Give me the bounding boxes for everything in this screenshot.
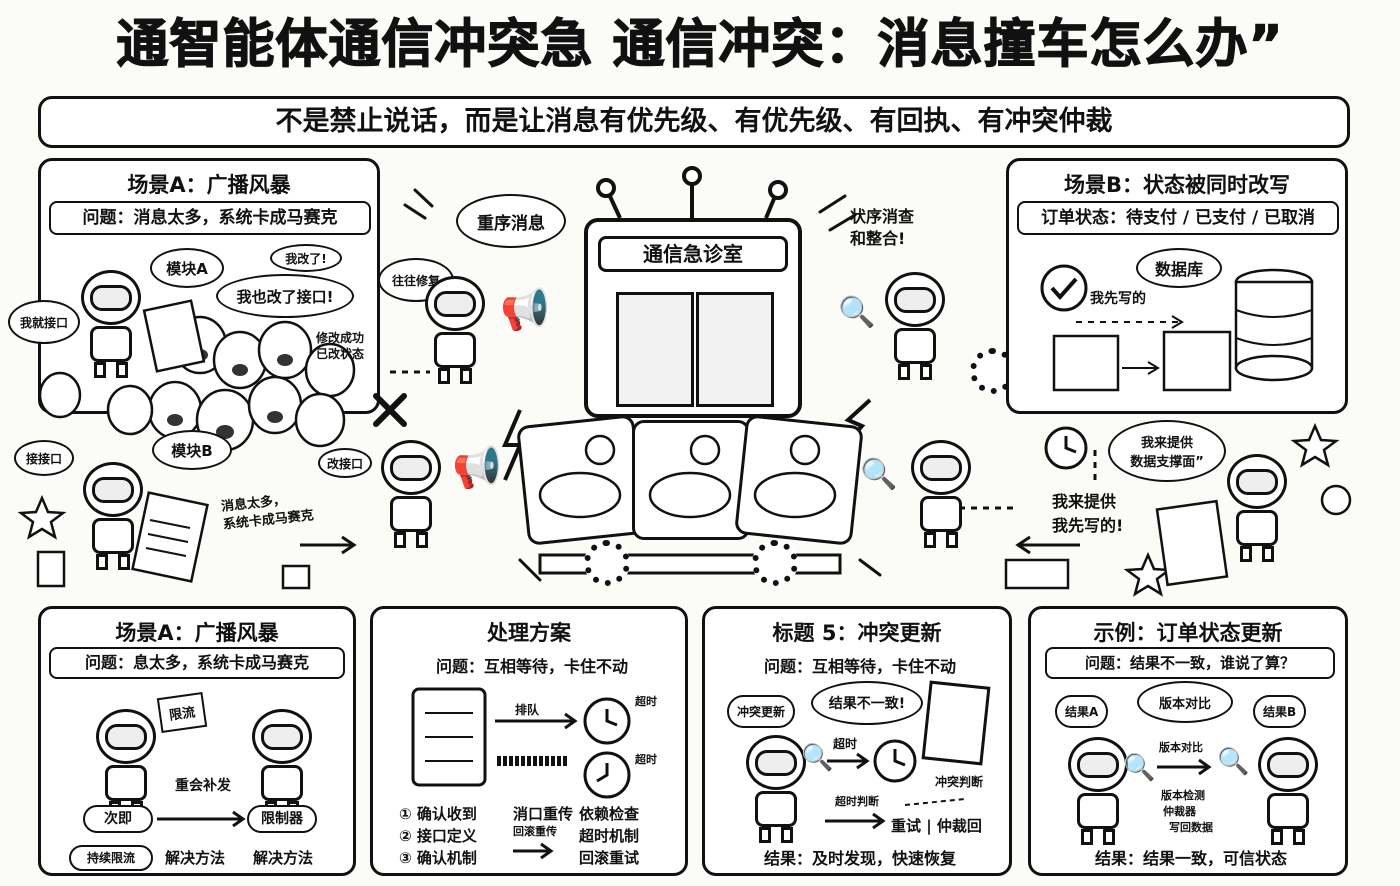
bottom-2-right-3: 回滚重试 bbox=[579, 849, 640, 867]
stretcher-1 bbox=[516, 414, 646, 546]
robot-b1-left bbox=[91, 709, 161, 819]
bubble-database: 数据库 bbox=[1136, 248, 1222, 288]
er-door-left bbox=[616, 292, 694, 407]
bottom-2-problem: 问题：互相等待，卡住不动 bbox=[435, 657, 628, 676]
bottom-panel-4: 示例：订单状态更新 问题：结果不一致，谁说了算？ 结果A 版本对比 结果B 🔍 … bbox=[1028, 606, 1348, 876]
bottom-3-timer-label: 超时 bbox=[833, 737, 858, 751]
bottom-1-foot-mid: 解决方法 bbox=[165, 849, 226, 867]
magnifier-icon-5: 🔍 bbox=[1217, 747, 1250, 777]
scene-a-problem: 问题：消息太多，系统卡成马赛克 bbox=[49, 201, 371, 235]
bottom-panel-1: 场景A：广播风暴 问题：息太多，系统卡成马赛克 限流 重会补发 次即 限制器 持… bbox=[38, 606, 356, 876]
bubble-small-4: 改接口 bbox=[318, 448, 372, 478]
scene-a-callout: 消息太多， 系统卡成马赛克 bbox=[220, 493, 315, 533]
stretcher-2 bbox=[632, 420, 750, 540]
bottom-2-right-1: 依赖检查 bbox=[579, 805, 640, 823]
robot-b4-left bbox=[1063, 737, 1133, 847]
robot-inspector-bottom bbox=[906, 440, 976, 550]
bottom-1-node-right: 限制器 bbox=[247, 805, 317, 833]
bubble-module-b: 模块B bbox=[152, 430, 232, 470]
bottom-4-flow-3: 写回数据 bbox=[1169, 821, 1213, 834]
bottom-1-problem: 问题：息太多，系统卡成马赛克 bbox=[49, 647, 345, 679]
bottom-4-title: 示例：订单状态更新 bbox=[1093, 621, 1283, 645]
scene-a-note: 修改成功 已改状态 bbox=[316, 331, 365, 361]
bottom-panel-2: 处理方案 问题：互相等待，卡住不动 排队 超时 超时 ① 确认收到 ② 接口定义… bbox=[370, 606, 688, 876]
bottom-3-flow-label: 超时判断 bbox=[835, 795, 879, 808]
bottom-4-flow-2: 仲裁器 bbox=[1163, 805, 1196, 818]
bubble-changed-interface: 我也改了接口! bbox=[216, 274, 354, 318]
megaphone-icon: 📢 bbox=[500, 287, 550, 333]
bottom-1-title: 场景A：广播风暴 bbox=[115, 621, 279, 645]
bottom-2-mid-1: 消口重传 bbox=[513, 805, 574, 823]
magnifier-icon-4: 🔍 bbox=[1123, 753, 1156, 783]
bottom-3-side-label: 冲突判断 bbox=[935, 775, 984, 789]
bottom-2-timer-label: 超时 bbox=[635, 695, 657, 708]
bottom-4-problem: 问题：结果不一致，谁说了算？ bbox=[1045, 647, 1335, 679]
robot-module-b bbox=[78, 462, 148, 572]
gear-icon-1 bbox=[584, 540, 630, 586]
page-title: 通智能体通信冲突急 通信冲突：消息撞车怎么办” bbox=[116, 14, 1284, 75]
magnifier-icon-1: 🔍 bbox=[838, 295, 876, 330]
bottom-2-arrow1: 排队 bbox=[515, 703, 540, 717]
bottom-2-title: 处理方案 bbox=[487, 621, 571, 645]
bottom-1-foot-right: 解决方法 bbox=[253, 849, 314, 867]
er-room-label: 通信急诊室 bbox=[598, 236, 788, 272]
bottom-2-list-1: ① 确认收到 bbox=[399, 805, 477, 823]
bubble-reorder: 重序消息 bbox=[456, 194, 566, 248]
scene-b-i-wrote-first: 我先写的 bbox=[1090, 291, 1146, 307]
bottom-3-result: 结果：及时发现，快速恢复 bbox=[763, 849, 956, 868]
bubble-small-3: 接接口 bbox=[14, 440, 74, 476]
bottom-4-bubble: 版本对比 bbox=[1137, 681, 1233, 723]
robot-inspector-top bbox=[880, 272, 950, 382]
bottom-3-problem: 问题：互相等待，卡住不动 bbox=[763, 657, 956, 676]
er-door-right bbox=[696, 292, 774, 407]
bottom-2-timer-label-2: 超时 bbox=[635, 753, 657, 766]
stretcher-3 bbox=[734, 414, 864, 546]
center-right-text: 状序消查 和整合! bbox=[850, 207, 915, 248]
bottom-4-flow-1: 版本检测 bbox=[1161, 789, 1205, 802]
robot-module-a bbox=[76, 270, 146, 380]
communication-er-room: 通信急诊室 bbox=[584, 218, 802, 418]
bottom-4-result: 结果：结果一致，可信状态 bbox=[1094, 849, 1287, 868]
robot-b4-right bbox=[1253, 737, 1323, 847]
bottom-3-title: 标题 5：冲突更新 bbox=[772, 621, 942, 645]
bottom-1-overload: 重会补发 bbox=[175, 778, 231, 794]
bottom-panel-3: 标题 5：冲突更新 问题：互相等待，卡住不动 冲突更新 结果不一致! 🔍 超时 … bbox=[702, 606, 1012, 876]
page-subtitle: 不是禁止说话，而是让消息有优先级、有优先级、有回执、有冲突仲裁 bbox=[38, 96, 1350, 148]
scene-a-title: 场景A：广播风暴 bbox=[127, 173, 291, 197]
bottom-1-node-left: 次即 bbox=[83, 805, 153, 833]
robot-b3 bbox=[741, 735, 811, 845]
scene-b-provide-text: 我来提供 我先写的! bbox=[1052, 492, 1124, 535]
megaphone-icon-2: 📢 bbox=[452, 445, 502, 491]
bottom-3-burst: 冲突更新 bbox=[727, 695, 796, 728]
bottom-1-foot-left: 持续限流 bbox=[69, 845, 153, 871]
robot-megaphone-bottom bbox=[376, 440, 446, 550]
bottom-3-bubble: 结果不一致! bbox=[811, 681, 923, 725]
bottom-2-list-2: ② 接口定义 bbox=[399, 827, 477, 845]
robot-megaphone-top bbox=[420, 276, 490, 386]
bottom-2-right-2: 超时机制 bbox=[579, 827, 640, 845]
bubble-small-2: 我就接口 bbox=[8, 300, 80, 344]
bottom-2-list-3: ③ 确认机制 bbox=[399, 849, 477, 867]
robot-b1-right bbox=[247, 709, 317, 819]
scene-b-states: 订单状态：待支付 / 已支付 / 已取消 bbox=[1017, 201, 1339, 235]
bottom-3-retry: 重试 | 仲裁回 bbox=[891, 817, 982, 835]
bottom-2-mid-2: 回滚重传 bbox=[513, 825, 557, 838]
bottom-4-burst-a: 结果A bbox=[1055, 695, 1109, 728]
bottom-1-sign: 限流 bbox=[156, 691, 208, 734]
magnifier-icon-3: 🔍 bbox=[801, 743, 834, 773]
scene-b-title: 场景B：状态被同时改写 bbox=[1063, 173, 1290, 197]
bubble-provide-data: 我来提供 数据支撑面” bbox=[1108, 420, 1226, 482]
bottom-4-compare: 版本对比 bbox=[1159, 741, 1203, 754]
bottom-4-burst-b: 结果B bbox=[1253, 695, 1307, 728]
magnifier-icon-2: 🔍 bbox=[860, 457, 898, 492]
gear-icon-2 bbox=[752, 540, 798, 586]
bubble-small-1: 我改了! bbox=[270, 244, 342, 272]
robot-scene-b bbox=[1222, 454, 1292, 564]
bubble-module-a: 模块A bbox=[150, 248, 224, 288]
